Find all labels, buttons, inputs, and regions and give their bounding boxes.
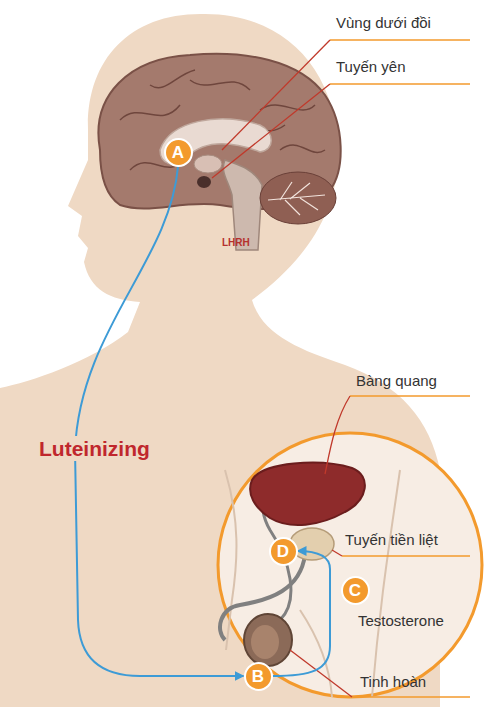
- hormone-label: Luteinizing: [36, 436, 153, 461]
- signal-arrow: [75, 167, 244, 677]
- testis-inner: [251, 625, 279, 659]
- part-label: LHRH: [222, 237, 250, 249]
- testis: [244, 614, 292, 666]
- leader-line: [332, 550, 342, 556]
- cerebellum: [260, 172, 336, 224]
- callout-letter: A: [172, 144, 184, 161]
- callout-circle: B: [244, 662, 273, 691]
- signal-arrow: [273, 551, 331, 676]
- callout-letter: C: [349, 582, 361, 599]
- callout-letter: D: [277, 543, 289, 560]
- label-underline: [330, 83, 470, 84]
- part-label: Tuyến yên: [336, 58, 406, 76]
- brainstem: [223, 160, 262, 250]
- part-label: Tinh hoàn: [360, 673, 426, 691]
- label-underline: [350, 395, 470, 396]
- pituitary: [197, 176, 211, 188]
- brain-folds: [120, 70, 325, 170]
- leader-line: [325, 396, 350, 474]
- label-underline: [352, 696, 470, 697]
- part-label: Vùng dưới đồi: [336, 14, 431, 32]
- part-label: Bàng quang: [356, 372, 437, 390]
- cerebellum-tree: [268, 182, 325, 215]
- label-underline: [342, 555, 470, 556]
- callout-circle: C: [341, 576, 370, 605]
- pelvis-ring: [218, 433, 482, 697]
- callout-circle: D: [269, 537, 298, 566]
- part-label: Tuyến tiền liệt: [345, 531, 438, 549]
- label-underline: [330, 39, 470, 40]
- hypothalamus: [194, 155, 222, 173]
- callout-letter: B: [252, 668, 264, 685]
- leader-line: [212, 84, 330, 178]
- bladder: [250, 463, 365, 525]
- part-label: Testosterone: [358, 612, 444, 630]
- callout-circle: A: [164, 138, 193, 167]
- leader-line: [222, 40, 330, 150]
- leader-lines: [212, 40, 470, 697]
